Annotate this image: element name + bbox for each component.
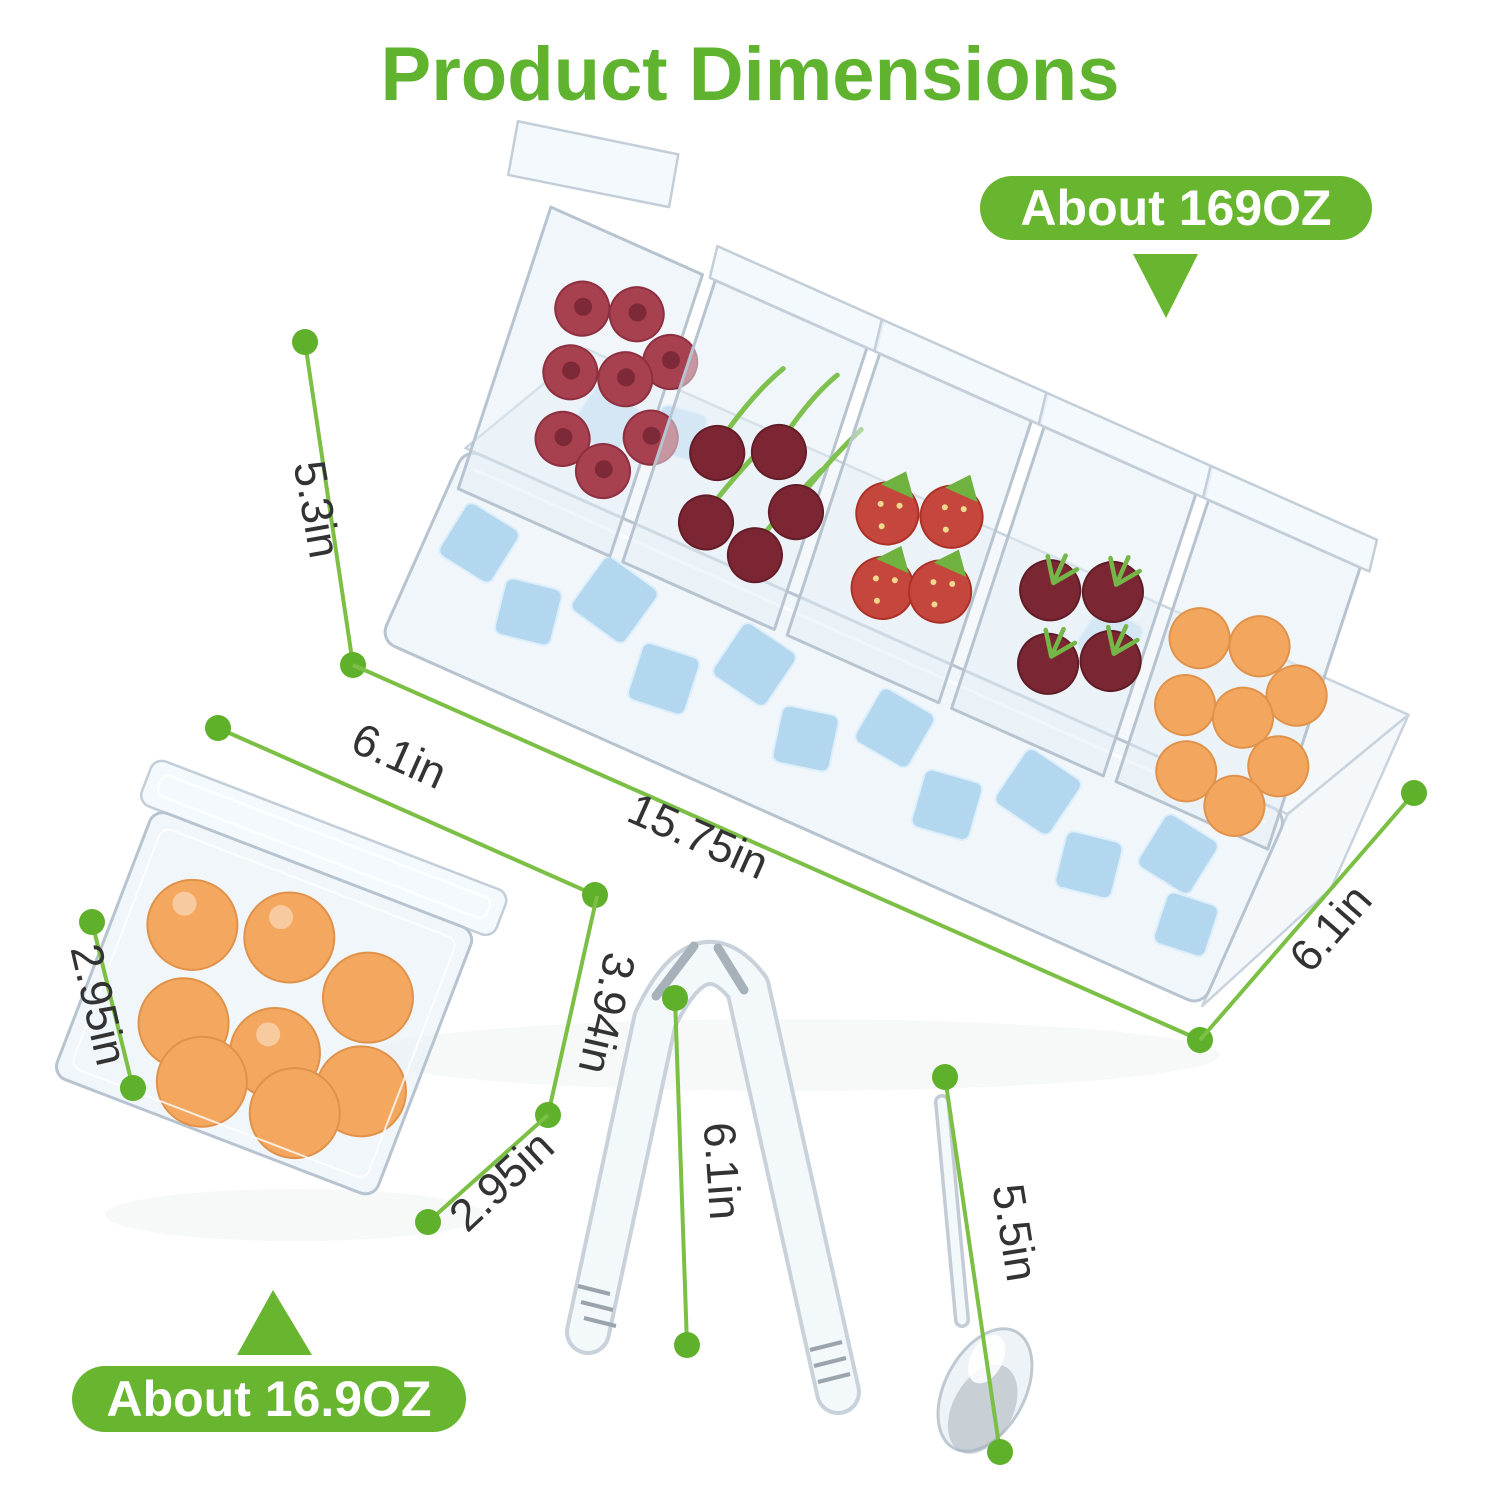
dim-label-small-width: 2.95in (439, 1120, 563, 1241)
dim-label-tongs-length: 6.1in (694, 1120, 752, 1221)
small-container-shadow (105, 1189, 485, 1241)
compartment-cherries (621, 244, 885, 631)
badge-large-capacity-label: About 169OZ (1020, 180, 1331, 236)
compartment-raspberries (456, 119, 705, 558)
dim-label-spoon-length: 5.5in (982, 1180, 1048, 1284)
small-container (55, 759, 508, 1196)
melon-balls-small (137, 878, 414, 1160)
badge-arrow-down-icon (1133, 254, 1198, 318)
dim-label-large-height: 5.3in (284, 457, 351, 562)
badge-pill (72, 1366, 466, 1432)
compartment-melon-balls (1114, 464, 1379, 851)
badge-pill (980, 176, 1372, 240)
large-container (383, 119, 1410, 1008)
dim-small-height: 3.94in (535, 895, 646, 1128)
ice-cubes (438, 502, 1219, 958)
tomatoes (1017, 553, 1144, 695)
badge-arrow-up-icon (237, 1290, 312, 1355)
badge-large-capacity: About 169OZ (980, 176, 1372, 318)
strawberries (850, 471, 984, 624)
badge-small-capacity: About 16.9OZ (72, 1290, 466, 1432)
compartment-lid-open (506, 119, 680, 209)
dim-large-height: 5.3in (284, 329, 366, 678)
raspberries (534, 280, 699, 500)
tongs-grip-ribs (577, 1284, 851, 1384)
page-title: Product Dimensions (381, 32, 1120, 117)
large-container-shadow (360, 1019, 1220, 1091)
compartment-strawberries (785, 318, 1050, 705)
tongs (565, 939, 861, 1415)
dim-small-width: 2.95in (415, 1113, 564, 1241)
compartment-tomatoes (950, 391, 1214, 778)
dim-label-small-length: 6.1in (344, 713, 454, 799)
melon-balls (1154, 607, 1328, 837)
spoon (934, 1094, 1034, 1454)
badge-small-capacity-label: About 16.9OZ (106, 1371, 431, 1427)
cherries (678, 366, 864, 584)
compartment-lid (1201, 464, 1379, 573)
dim-tongs-length: 6.1in (662, 985, 751, 1358)
